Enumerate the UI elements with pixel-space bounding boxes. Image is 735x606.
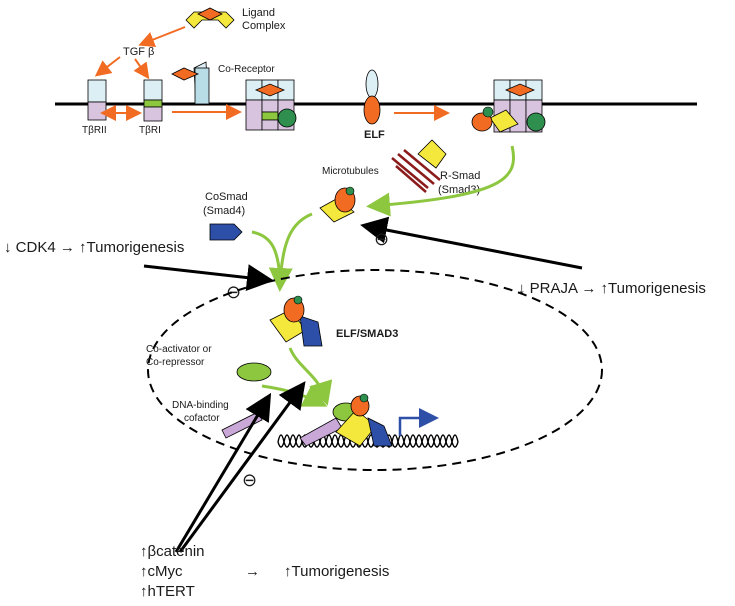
cdk4-tumorigenesis-label: ↓ CDK4 → ↑Tumorigenesis (4, 239, 184, 256)
bcatenin-to-coactivator-arrow (178, 381, 306, 553)
dna-binding-label-2: cofactor (184, 413, 220, 424)
tgf-to-tbrii-arrow (94, 56, 121, 77)
transcription-complex (299, 393, 393, 447)
elf-smad3-label: ELF/SMAD3 (336, 328, 398, 340)
cosmad-protein (209, 223, 243, 241)
beta-catenin-label: ↑βcatenin (140, 543, 205, 560)
praja-inhibit-symbol: ⊖ (374, 229, 389, 249)
co-receptor (171, 61, 210, 105)
ligand-label-1: Ligand (242, 7, 275, 19)
elf-smad3-nuclear-complex (269, 295, 323, 347)
htert-label: ↑hTERT (140, 583, 195, 600)
tbri-receptor (143, 79, 163, 122)
microtubules-label: Microtubules (322, 166, 379, 177)
rsmad-label-1: R-Smad (440, 170, 480, 182)
bcatenin-to-cofactor-arrow (174, 392, 272, 553)
tbrii-label: TβRII (82, 125, 107, 136)
ligand-label-2: Complex (242, 20, 286, 32)
nuclear-inhibit-symbol: ⊖ (242, 470, 257, 490)
elf-label: ELF (364, 129, 385, 141)
cosmad-label-1: CoSmad (205, 191, 248, 203)
smad3-to-nucleus-arrow (268, 212, 313, 292)
transcription-start-arrow (398, 408, 439, 436)
coactivator-label-1: Co-activator or (146, 344, 212, 355)
activated-receptor-complex (471, 79, 546, 133)
cosmad-label-2: (Smad4) (203, 205, 245, 217)
tgf-to-tbri-arrow (133, 58, 150, 80)
ligand-complex-icon (185, 7, 235, 29)
cdk4-inhibit-symbol: ⊖ (226, 282, 241, 302)
coactivator-label-2: Co-repressor (146, 357, 205, 368)
tgf-beta-label: TGF β (123, 46, 154, 58)
co-receptor-label: Co-Receptor (218, 64, 275, 75)
cmyc-label: ↑cMyc (140, 563, 183, 580)
receptor-complex (245, 79, 297, 131)
elf-smad3-cytoplasm (319, 186, 356, 223)
tbri-label: TβRI (139, 125, 161, 136)
coactivator-protein (236, 362, 272, 382)
rsmad-protein (417, 139, 447, 169)
bottom-tumorigenesis-label: ↑Tumorigenesis (284, 563, 389, 580)
microtubules-icon (391, 149, 441, 193)
cdk4-inhibit-arrow (143, 264, 274, 292)
nucleus (147, 269, 603, 471)
elf-protein (363, 69, 381, 125)
praja-inhibit-arrow (360, 216, 583, 270)
tbrii-receptor (87, 79, 107, 121)
dna-binding-label-1: DNA-binding (172, 400, 229, 411)
complex-to-smad-arrow (366, 145, 515, 217)
cosmad-to-nucleus-arrow (251, 230, 282, 279)
bottom-arrow-symbol: → (245, 563, 260, 580)
ligand-to-tgf-arrow (138, 26, 186, 48)
praja-tumorigenesis-label: ↓ PRAJA → ↑Tumorigenesis (518, 280, 706, 297)
